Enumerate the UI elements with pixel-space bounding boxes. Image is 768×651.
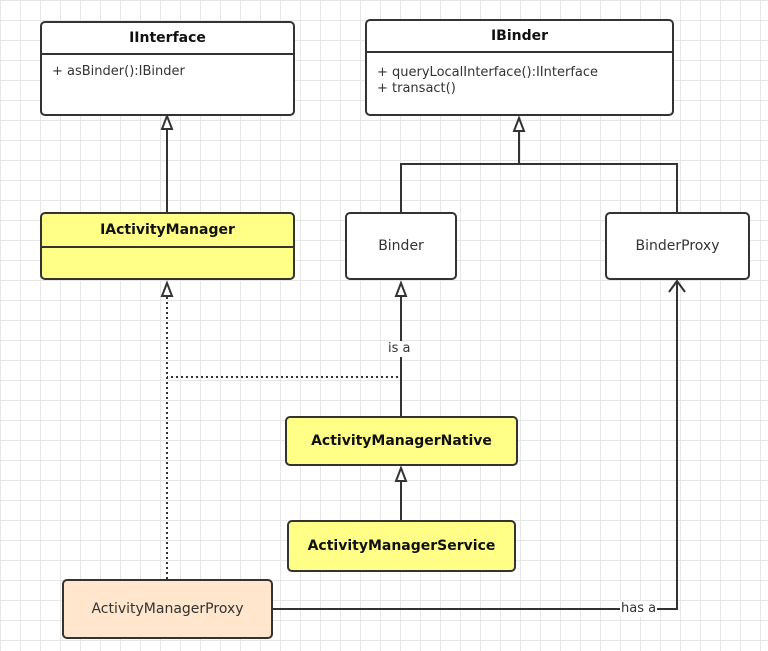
- arrow-head-native: [394, 465, 408, 482]
- arrow-head-iactivitymanager: [160, 280, 174, 297]
- class-iinterface: IInterface + asBinder():IBinder: [40, 21, 295, 116]
- arrow-head-iinterface: [160, 113, 174, 130]
- class-binderproxy: BinderProxy: [605, 212, 750, 280]
- arrow-head-binder: [394, 280, 408, 297]
- class-ibinder: IBinder + queryLocalInterface():IInterfa…: [365, 19, 674, 116]
- class-iactivitymanager-title: IActivityManager: [42, 214, 293, 248]
- class-ibinder-method: + transact(): [377, 81, 456, 96]
- edge-native-to-iactivitymanager: [167, 360, 402, 378]
- class-activitymanagernative: ActivityManagerNative: [285, 416, 518, 466]
- class-ibinder-method: + queryLocalInterface():IInterface: [377, 65, 599, 80]
- class-iinterface-title: IInterface: [42, 23, 293, 55]
- arrow-head-binderproxy: [668, 279, 686, 293]
- class-activitymanagerproxy: ActivityManagerProxy: [62, 579, 273, 639]
- class-binder: Binder: [345, 212, 457, 280]
- class-activitymanagerservice: ActivityManagerService: [287, 520, 516, 572]
- class-iinterface-method: + asBinder():IBinder: [52, 64, 185, 79]
- label-has-a: has a: [620, 601, 658, 617]
- class-ibinder-title: IBinder: [367, 21, 672, 53]
- label-is-a: is a: [387, 341, 412, 357]
- edge-proxy-has-binderproxy: [272, 282, 678, 610]
- edge-binder-to-ibinder: [400, 163, 678, 213]
- class-iactivitymanager: IActivityManager: [40, 212, 295, 280]
- arrow-head-ibinder: [512, 115, 526, 132]
